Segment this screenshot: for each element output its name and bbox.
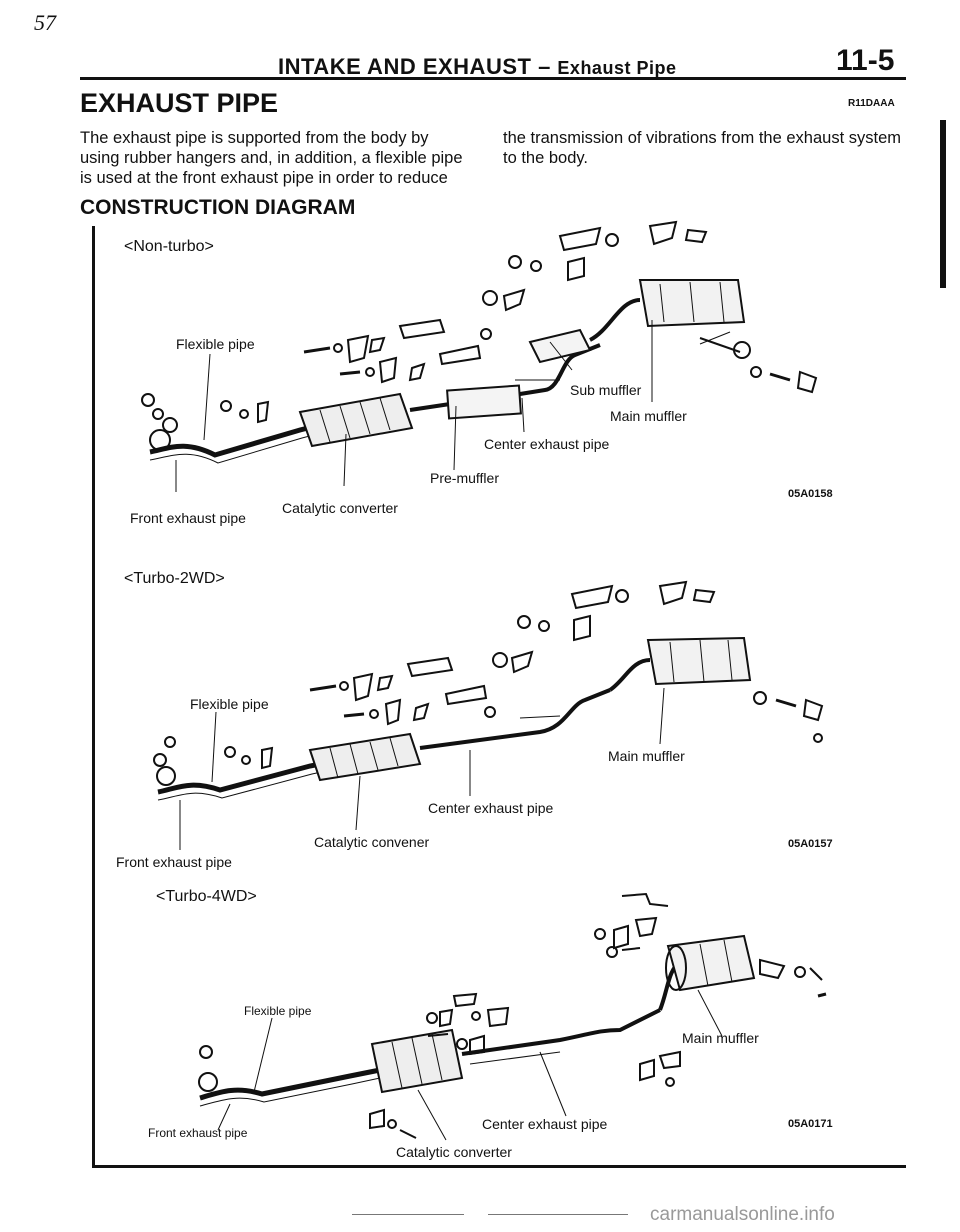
header-main-title: INTAKE AND EXHAUST: [278, 54, 532, 79]
diagram-left-rule: [92, 226, 95, 1168]
callout-flexible-pipe: Flexible pipe: [190, 696, 269, 712]
intro-paragraph-left: The exhaust pipe is supported from the b…: [80, 129, 463, 187]
footer-watermark: carmanualsonline.info: [650, 1204, 835, 1225]
intro-paragraph-right: the transmission of vibrations from the …: [503, 129, 901, 167]
callout-flexible-pipe: Flexible pipe: [244, 1004, 312, 1018]
footer-rule-left: [352, 1214, 464, 1215]
diagram-title: CONSTRUCTION DIAGRAM: [80, 196, 356, 219]
callout-main-muffler: Main muffler: [682, 1030, 759, 1046]
corner-mark: 57: [34, 10, 56, 35]
callout-center-exhaust-pipe: Center exhaust pipe: [428, 800, 554, 816]
callout-catalytic-converter: Catalytic converter: [396, 1144, 512, 1160]
callout-catalytic-converter: Catalytic converter: [282, 500, 398, 516]
panel-label-non-turbo: <Non-turbo>: [124, 238, 214, 255]
figure-code: 05A0171: [788, 1118, 833, 1130]
footer-rule-right: [488, 1214, 628, 1215]
callout-front-exhaust-pipe: Front exhaust pipe: [148, 1126, 248, 1140]
header-rule: [80, 77, 906, 80]
callout-main-muffler: Main muffler: [610, 408, 687, 424]
callout-front-exhaust-pipe: Front exhaust pipe: [116, 854, 232, 870]
callout-catalytic-converter: Catalytic convener: [314, 834, 430, 850]
page-header-title: INTAKE AND EXHAUST – Exhaust Pipe: [278, 54, 676, 80]
callout-pre-muffler: Pre-muffler: [430, 470, 499, 486]
panel-label-turbo-4wd: <Turbo-4WD>: [156, 888, 257, 905]
section-title: EXHAUST PIPE: [80, 88, 279, 118]
panel-label-turbo-2wd: <Turbo-2WD>: [124, 570, 225, 587]
callout-flexible-pipe: Flexible pipe: [176, 336, 255, 352]
section-code: R11DAAA: [848, 98, 895, 109]
diagram-bottom-rule: [92, 1165, 906, 1168]
callout-main-muffler: Main muffler: [608, 748, 685, 764]
callout-front-exhaust-pipe: Front exhaust pipe: [130, 510, 246, 526]
header-subtitle: Exhaust Pipe: [557, 58, 677, 78]
binding-edge-mark: [940, 120, 946, 288]
figure-code: 05A0157: [788, 838, 833, 850]
page-number: 11-5: [836, 44, 895, 77]
figure-code: 05A0158: [788, 488, 833, 500]
header-separator: –: [531, 54, 558, 79]
callout-sub-muffler: Sub muffler: [570, 382, 642, 398]
callout-center-exhaust-pipe: Center exhaust pipe: [482, 1116, 608, 1132]
callout-center-exhaust-pipe: Center exhaust pipe: [484, 436, 610, 452]
